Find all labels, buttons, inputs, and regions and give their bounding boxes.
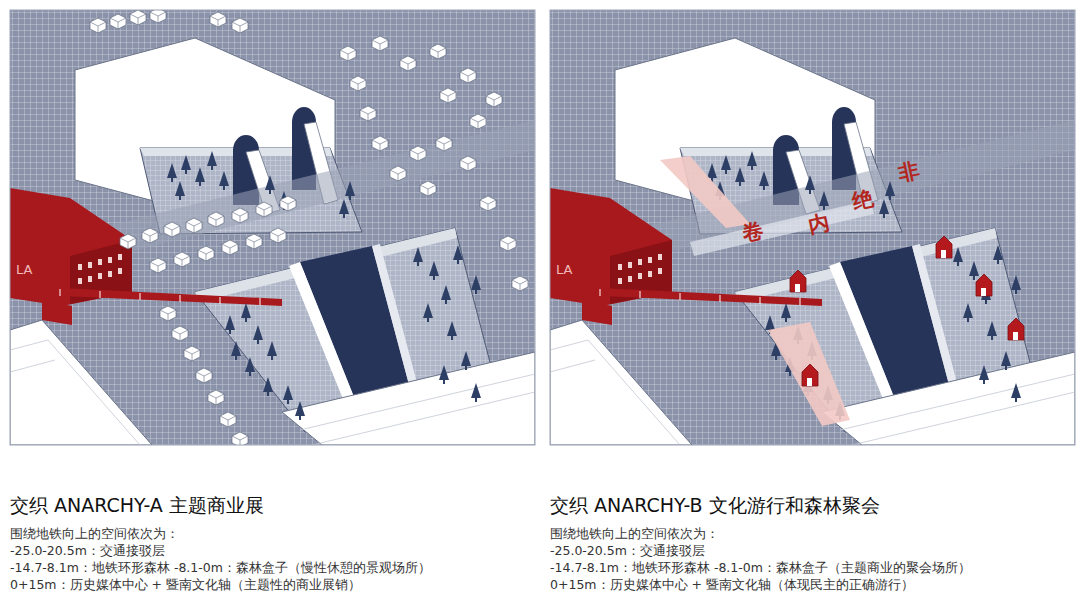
caption-line: 0+15m：历史媒体中心 + 暨南文化轴（体现民主的正确游行） (550, 577, 914, 592)
panel-title: 交织 ANARCHY-A 主题商业展 (10, 494, 264, 517)
panel-frame (10, 10, 535, 445)
site-base (10, 10, 535, 445)
forest-pavilions (790, 236, 1024, 386)
panel-frame (550, 10, 1075, 445)
caption-line: 围绕地铁向上的空间依次为： (550, 526, 719, 541)
site-base (550, 10, 1075, 445)
crosswalk (690, 200, 874, 256)
caption-line: 围绕地铁向上的空间依次为： (10, 526, 179, 541)
parade-path (660, 156, 750, 228)
parade-path (768, 322, 850, 426)
facade-sign: LA (16, 262, 32, 278)
caption-line: -25.0-20.5m：交通接驳层 (550, 543, 705, 558)
caption-line: 0+15m：历史媒体中心 + 暨南文化轴（主题性的商业展销） (10, 577, 361, 592)
facade-sign: LA (556, 262, 572, 278)
small-buildings (90, 10, 528, 445)
panel-a (10, 10, 535, 445)
caption-line: -25.0-20.5m：交通接驳层 (10, 543, 165, 558)
panel-b (550, 10, 1075, 445)
caption-line: -14.7-8.1m：地铁环形森林 -8.1-0m：森林盒子（慢性休憩的景观场所… (10, 560, 431, 575)
caption-line: -14.7-8.1m：地铁环形森林 -8.1-0m：森林盒子（主题商业的聚会场所… (550, 560, 971, 575)
panel-title: 交织 ANARCHY-B 文化游行和森林聚会 (550, 494, 880, 517)
